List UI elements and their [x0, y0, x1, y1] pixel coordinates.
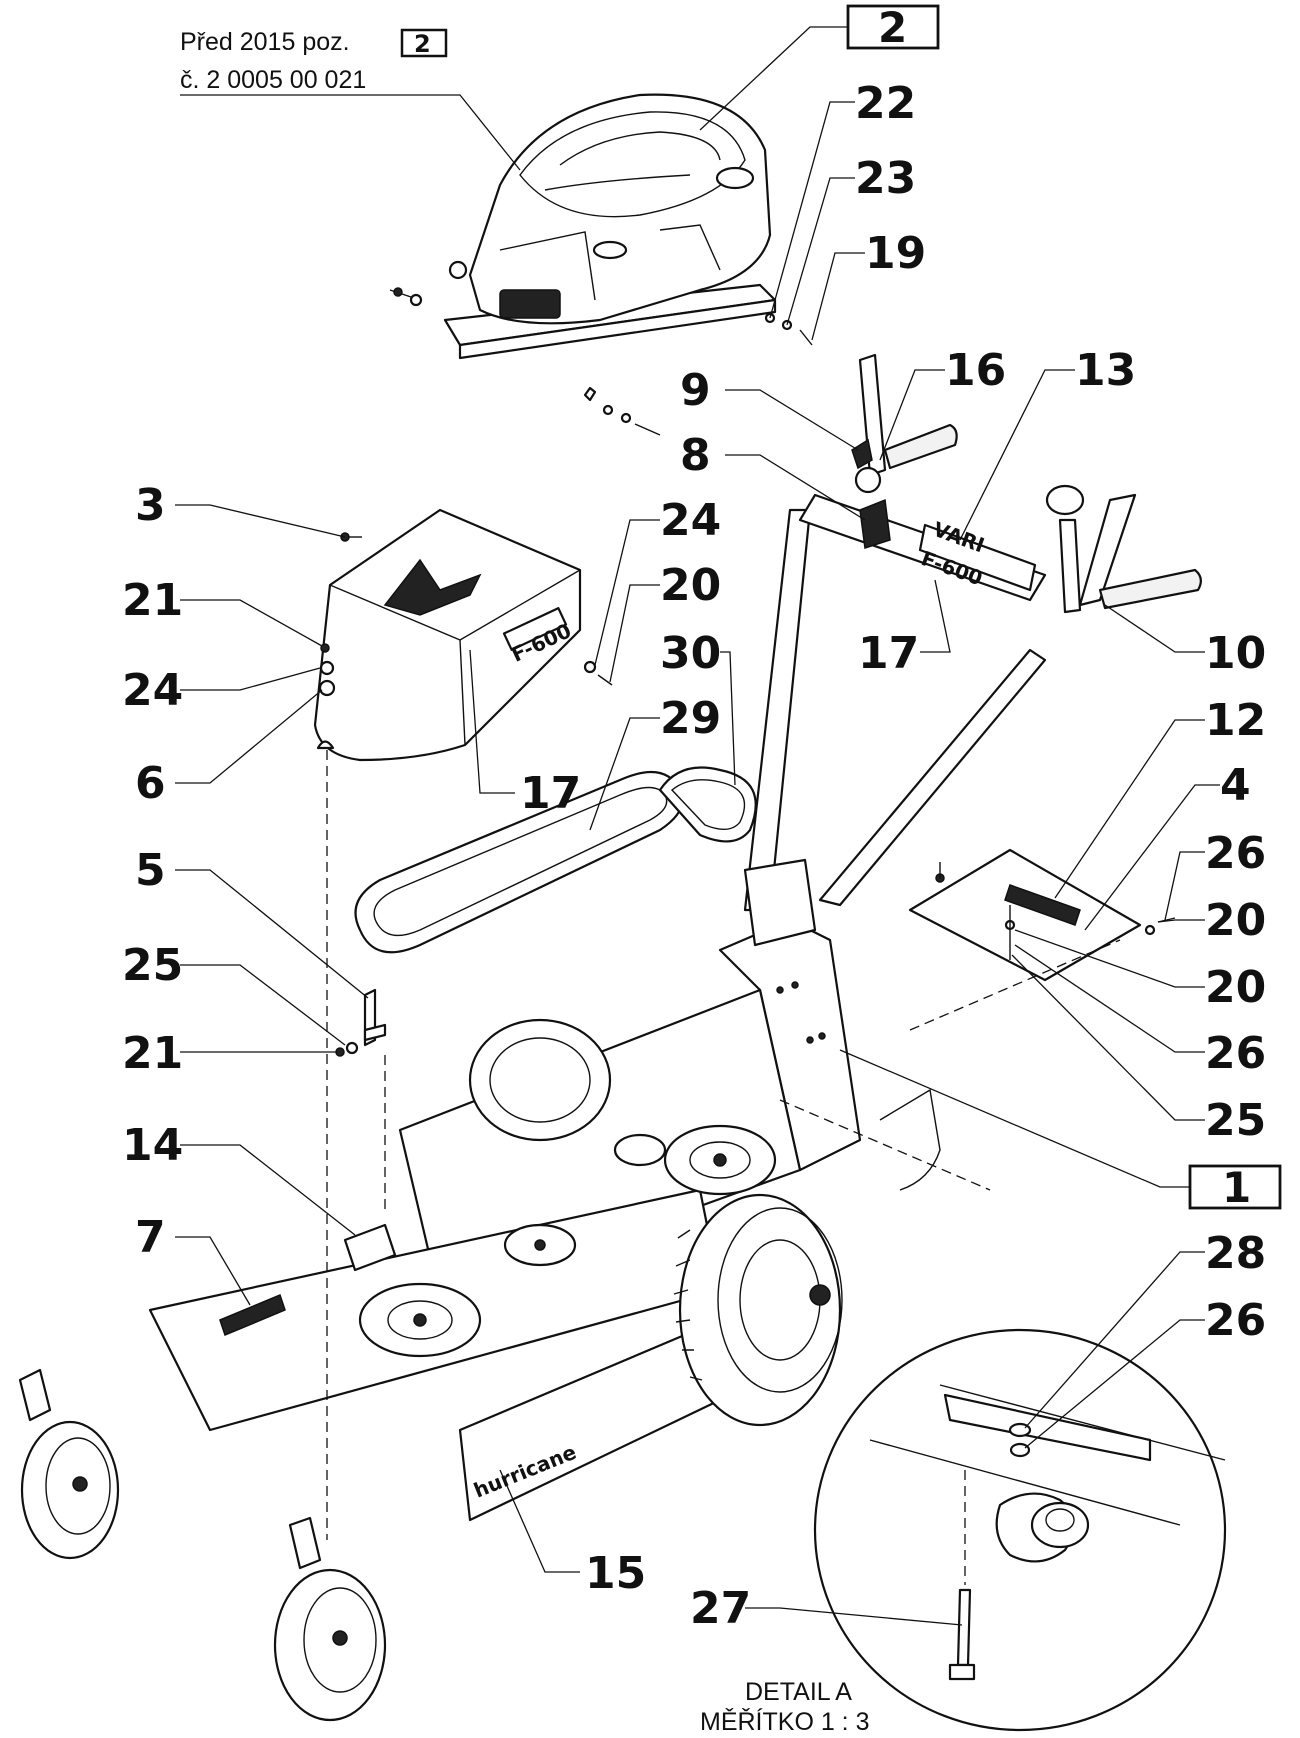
svg-text:1: 1	[1222, 1163, 1251, 1212]
svg-text:2: 2	[878, 3, 907, 52]
boxed-callout-1: 1	[839, 1049, 1282, 1212]
svg-text:26: 26	[1205, 828, 1266, 879]
callout-20-top: 20	[609, 560, 721, 683]
callout-20-right-2: 20	[1014, 929, 1266, 1013]
svg-text:6: 6	[135, 758, 166, 809]
svg-text:21: 21	[122, 575, 183, 626]
callout-8: 8	[680, 430, 866, 521]
wheels	[18, 1018, 843, 1722]
callout-26-right: 26	[1014, 944, 1266, 1079]
svg-text:3: 3	[135, 480, 166, 531]
callout-10: 10	[1104, 604, 1266, 679]
handlebar-assembly: VARI F-600	[743, 353, 1202, 912]
svg-text:16: 16	[945, 345, 1006, 396]
svg-text:14: 14	[122, 1120, 183, 1171]
svg-text:20: 20	[1205, 962, 1266, 1013]
callout-12: 12	[1054, 695, 1266, 899]
svg-text:26: 26	[1205, 1295, 1266, 1346]
callout-7: 7	[135, 1212, 251, 1306]
svg-text:26: 26	[1205, 1028, 1266, 1079]
svg-text:20: 20	[1205, 895, 1266, 946]
drive-belts	[354, 766, 757, 954]
callout-14: 14	[122, 1120, 356, 1236]
belt-cover: F-600	[313, 508, 613, 762]
svg-text:24: 24	[660, 495, 721, 546]
detail-title: DETAIL A	[745, 1678, 852, 1706]
callout-15: 15	[499, 1469, 646, 1599]
bracket-5	[335, 988, 387, 1057]
callout-24-top: 24	[594, 495, 721, 666]
note-line-1: Před 2015 poz.	[180, 28, 350, 56]
svg-text:23: 23	[855, 153, 916, 204]
callout-30: 30	[660, 628, 736, 786]
note-ref-number: 2	[414, 30, 431, 58]
callout-21-left: 21	[122, 1028, 338, 1079]
svg-text:7: 7	[135, 1212, 166, 1263]
svg-text:8: 8	[680, 430, 711, 481]
svg-text:12: 12	[1205, 695, 1266, 746]
svg-text:4: 4	[1220, 760, 1251, 811]
callout-9: 9	[680, 365, 859, 451]
detail-a-view	[813, 1328, 1227, 1732]
svg-text:17: 17	[858, 628, 919, 679]
callout-25-right: 25	[1011, 954, 1266, 1146]
svg-text:15: 15	[585, 1548, 646, 1599]
svg-text:13: 13	[1075, 345, 1136, 396]
callout-21-top: 21	[122, 575, 323, 647]
svg-text:19: 19	[865, 228, 926, 279]
engine-housing	[468, 93, 772, 325]
callout-6: 6	[135, 689, 323, 809]
callout-26-detail: 26	[1024, 1295, 1266, 1449]
right-handle-tube	[818, 648, 1047, 907]
callout-5: 5	[135, 845, 369, 999]
callout-27: 27	[690, 1583, 963, 1634]
svg-text:25: 25	[122, 940, 183, 991]
callout-22: 22	[769, 78, 916, 319]
svg-text:28: 28	[1205, 1228, 1266, 1279]
engine-base-block	[499, 289, 561, 319]
frame-body	[398, 988, 802, 1302]
note-ref-box	[400, 28, 448, 58]
svg-text:17: 17	[520, 768, 581, 819]
svg-text:30: 30	[660, 628, 721, 679]
callout-4: 4	[1084, 760, 1251, 931]
svg-text:27: 27	[690, 1583, 751, 1634]
svg-text:25: 25	[1205, 1095, 1266, 1146]
callout-28: 28	[1024, 1228, 1266, 1429]
detail-scale: MĚŘÍTKO 1 : 3	[700, 1707, 869, 1736]
callout-16: 16	[879, 345, 1006, 461]
callout-20-right-1: 20	[1157, 895, 1266, 946]
boxed-callout-2: 2	[699, 3, 940, 131]
callout-19: 19	[811, 228, 926, 341]
front-caster-left	[20, 1420, 120, 1560]
callout-29: 29	[589, 693, 721, 831]
svg-text:24: 24	[122, 665, 183, 716]
engine-assembly	[389, 93, 813, 436]
callout-23: 23	[786, 153, 916, 326]
svg-text:20: 20	[660, 560, 721, 611]
callout-3: 3	[135, 480, 346, 538]
previous-version-note: Před 2015 poz. 2 č. 2 0005 00 021	[180, 28, 521, 171]
drive-wheel-right	[678, 1193, 842, 1427]
svg-text:21: 21	[122, 1028, 183, 1079]
assembly-lines	[326, 750, 1121, 1540]
callout-17-left: 17	[469, 649, 581, 819]
side-plate	[908, 848, 1176, 982]
left-handle-tube	[743, 508, 812, 912]
note-line-2: č. 2 0005 00 021	[180, 66, 366, 94]
svg-text:29: 29	[660, 693, 721, 744]
callout-26-top: 26	[1164, 828, 1266, 921]
callout-24-left: 24	[122, 665, 321, 716]
svg-text:9: 9	[680, 365, 711, 416]
svg-text:10: 10	[1205, 628, 1266, 679]
svg-text:22: 22	[855, 78, 916, 129]
front-caster-right	[273, 1568, 387, 1722]
svg-text:5: 5	[135, 845, 166, 896]
callout-25-left: 25	[122, 940, 346, 1046]
callout-17-right: 17	[858, 579, 951, 679]
main-frame: hurricane	[148, 858, 941, 1522]
callout-13: 13	[959, 345, 1136, 541]
detail-caption: DETAIL A MĚŘÍTKO 1 : 3	[700, 1678, 869, 1736]
